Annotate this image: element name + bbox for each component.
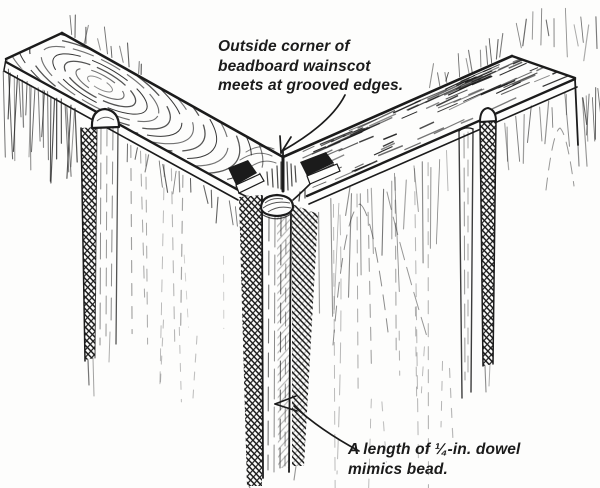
corner-pointer-arrow bbox=[279, 94, 346, 154]
right-bead-dome bbox=[479, 107, 497, 123]
left-corner-shadow-band bbox=[239, 195, 262, 486]
left-groove bbox=[228, 160, 257, 185]
corner-dowel-top bbox=[259, 193, 295, 218]
corner-groove-joint bbox=[228, 149, 341, 208]
dowel-annotation: A length of ¼-in. dowel mimics bead. bbox=[348, 441, 521, 478]
right-board-grain bbox=[302, 56, 575, 188]
wall-hatching bbox=[2, 7, 600, 488]
left-groove-lip bbox=[235, 173, 265, 194]
left-bead-dome bbox=[90, 107, 121, 130]
corner-dowel bbox=[239, 193, 318, 488]
right-groove-lip bbox=[306, 163, 341, 185]
right-bead bbox=[458, 107, 497, 399]
right-corner-shadow-band bbox=[292, 204, 318, 466]
cap-right-board bbox=[281, 54, 580, 205]
panel-grain-arches bbox=[332, 127, 575, 475]
right-groove bbox=[300, 152, 334, 176]
corner-annotation: Outside corner of beadboard wainscot mee… bbox=[218, 38, 404, 94]
dowel-pointer-arrow bbox=[274, 395, 360, 452]
left-bead bbox=[80, 107, 121, 397]
cap-left-board bbox=[3, 31, 285, 201]
